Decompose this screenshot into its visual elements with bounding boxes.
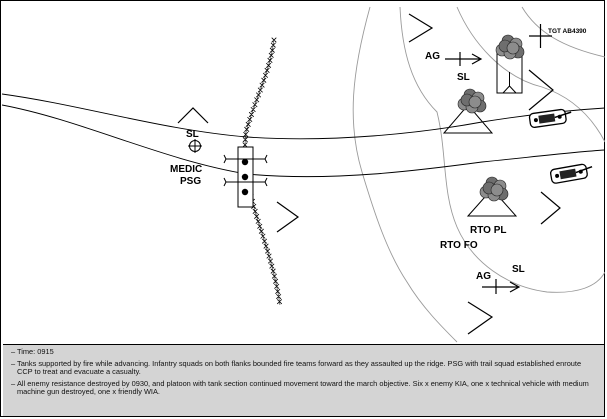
tank-icon <box>528 108 572 128</box>
label-sl-top: SL <box>457 72 470 83</box>
ccp-symbol <box>188 139 202 153</box>
chevron-markers <box>276 13 561 335</box>
ag-arrows <box>445 52 521 294</box>
tree-icon <box>495 34 525 60</box>
label-medic: MEDIC <box>170 164 202 175</box>
fighting-position-triangles <box>442 104 518 217</box>
note-advance: Tanks supported by fire while advancing.… <box>11 359 598 377</box>
note-time: Time: 0915 <box>11 347 598 357</box>
tactical-map: AG SL TGT AB4390 SL MEDIC PSG RTO PL RTO… <box>2 6 605 343</box>
label-psg: PSG <box>180 176 201 187</box>
contour-lines <box>352 6 605 343</box>
road <box>2 93 605 178</box>
tree-icon <box>457 88 487 114</box>
tree-clusters <box>457 34 525 202</box>
label-sl-bottom: SL <box>512 264 525 275</box>
target-crosshair-icon <box>529 24 552 48</box>
label-rto-pl: RTO PL <box>470 225 506 236</box>
label-ag-bottom: AG <box>476 271 491 282</box>
platoon-position <box>223 146 268 208</box>
label-rto-fo: RTO FO <box>440 240 478 251</box>
notes-panel: Time: 0915 Tanks supported by fire while… <box>3 344 604 416</box>
sl-left-chevron <box>177 107 209 124</box>
note-result: All enemy resistance destroyed by 0930, … <box>11 379 598 397</box>
label-tgt: TGT AB4390 <box>548 28 587 35</box>
label-ag-top: AG <box>425 51 440 62</box>
tank-icon <box>549 163 593 184</box>
label-sl-left: SL <box>186 129 199 140</box>
tree-icon <box>479 176 509 202</box>
